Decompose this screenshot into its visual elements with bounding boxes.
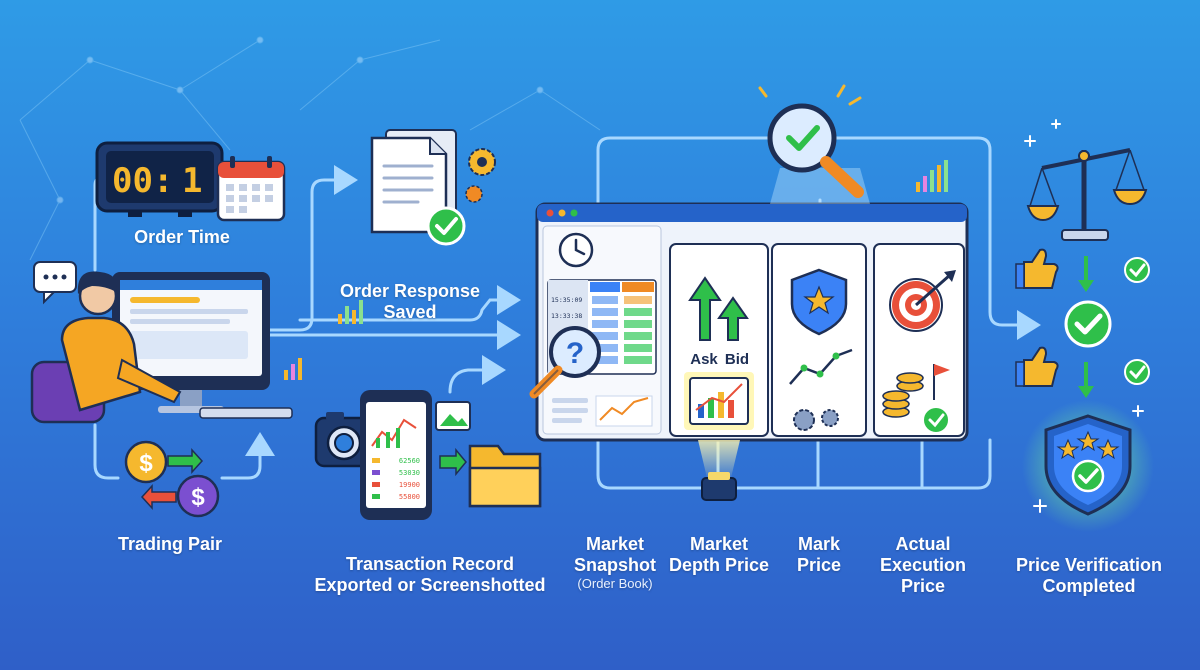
bid-label: Bid [725,351,749,368]
chat-bubble-icon [33,261,77,305]
market-snapshot-text: Market Snapshot [573,534,656,575]
shield-check-icon [1022,400,1154,532]
label-price-verification: Price Verification Completed [1004,534,1174,597]
label-actual-execution: Actual Execution Price [868,513,978,597]
order-response-text: Order Response Saved [339,281,481,322]
magnifier-check-icon [758,84,870,204]
order-book-time-1: 15:35:09 [551,296,582,304]
ask-label: Ask [690,351,718,368]
background-network [19,36,601,261]
phone-value-1: 62560 [399,457,420,465]
document-icon [370,129,496,246]
svg-text:?: ? [566,337,584,370]
mini-bars-icon [284,160,948,380]
trading-pair-text: Trading Pair [117,534,223,554]
currency-exchange-icon: $ $ [124,440,220,518]
label-trading-pair: Trading Pair [95,534,245,555]
label-order-response: Order Response Saved [330,260,490,323]
label-order-time: Order Time [112,227,252,248]
phone-value-2: 53030 [399,469,420,477]
price-verification-text: Price Verification Completed [1015,555,1163,596]
market-depth-text: Market Depth Price [668,534,770,575]
svg-text:$: $ [139,450,153,477]
phone-camera-icon: 62560 53030 19900 55800 [314,390,542,520]
target-icon [873,243,965,437]
clock-digits-right: 1 [182,161,202,201]
scales-icon [1024,119,1148,241]
up-arrows-icon: Ask Bid [669,243,769,437]
order-book-icon: 15:35:09 13:33:38 [542,225,662,435]
spotlight-icon [698,440,740,501]
mark-price-text: Mark Price [796,534,842,575]
phone-value-3: 19900 [399,481,420,489]
transaction-record-text: Transaction Record Exported or Screensho… [314,554,546,595]
order-book-time-2: 13:33:38 [551,312,582,320]
phone-value-4: 55800 [399,493,420,501]
magnifier-question-icon: ? [529,326,601,399]
clock-digits-left: 00: [112,161,173,201]
label-market-snapshot: Market Snapshot (Order Book) [560,513,670,613]
actual-execution-text: Actual Execution Price [879,534,967,596]
calendar-icon [216,156,286,222]
trader-at-computer-illustration [30,271,293,424]
market-snapshot-subtext: (Order Book) [577,576,653,591]
digital-clock-icon: 00: 1 [95,141,224,217]
order-time-text: Order Time [134,227,230,247]
shield-star-icon [771,243,867,437]
label-market-depth: Market Depth Price [664,513,774,576]
label-transaction-record: Transaction Record Exported or Screensho… [300,533,560,596]
label-mark-price: Mark Price [774,513,864,576]
verification-steps [1015,248,1150,398]
svg-text:$: $ [191,484,205,511]
